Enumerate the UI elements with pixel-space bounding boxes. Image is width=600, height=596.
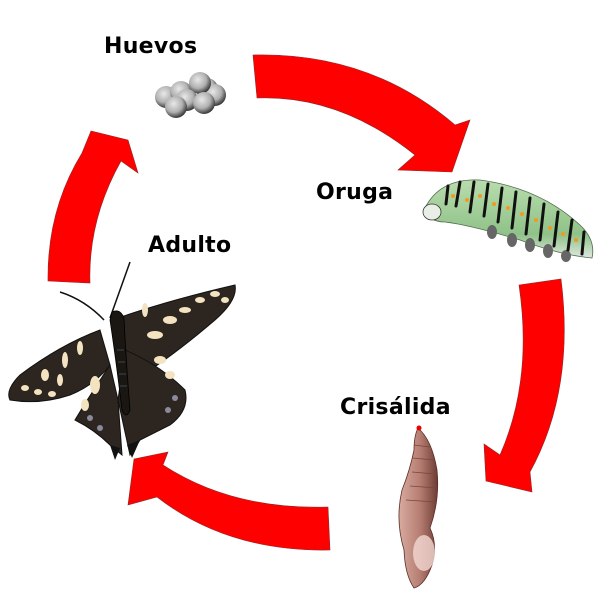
stage-label-oruga: Oruga (316, 180, 394, 205)
arrow-oruga-to-crisalida (483, 278, 565, 493)
arrow-crisalida-to-adulto (127, 451, 331, 551)
butterfly-icon (8, 261, 236, 460)
stage-label-huevos: Huevos (104, 34, 198, 59)
chrysalis-icon (398, 425, 439, 589)
arrow-huevos-to-oruga (252, 54, 471, 173)
eggs-icon (155, 72, 226, 118)
stage-label-adulto: Adulto (148, 233, 232, 258)
stage-label-crisalida: Crisálida (340, 395, 451, 420)
arrow-adulto-to-huevos (47, 130, 139, 284)
caterpillar-icon (422, 179, 594, 262)
